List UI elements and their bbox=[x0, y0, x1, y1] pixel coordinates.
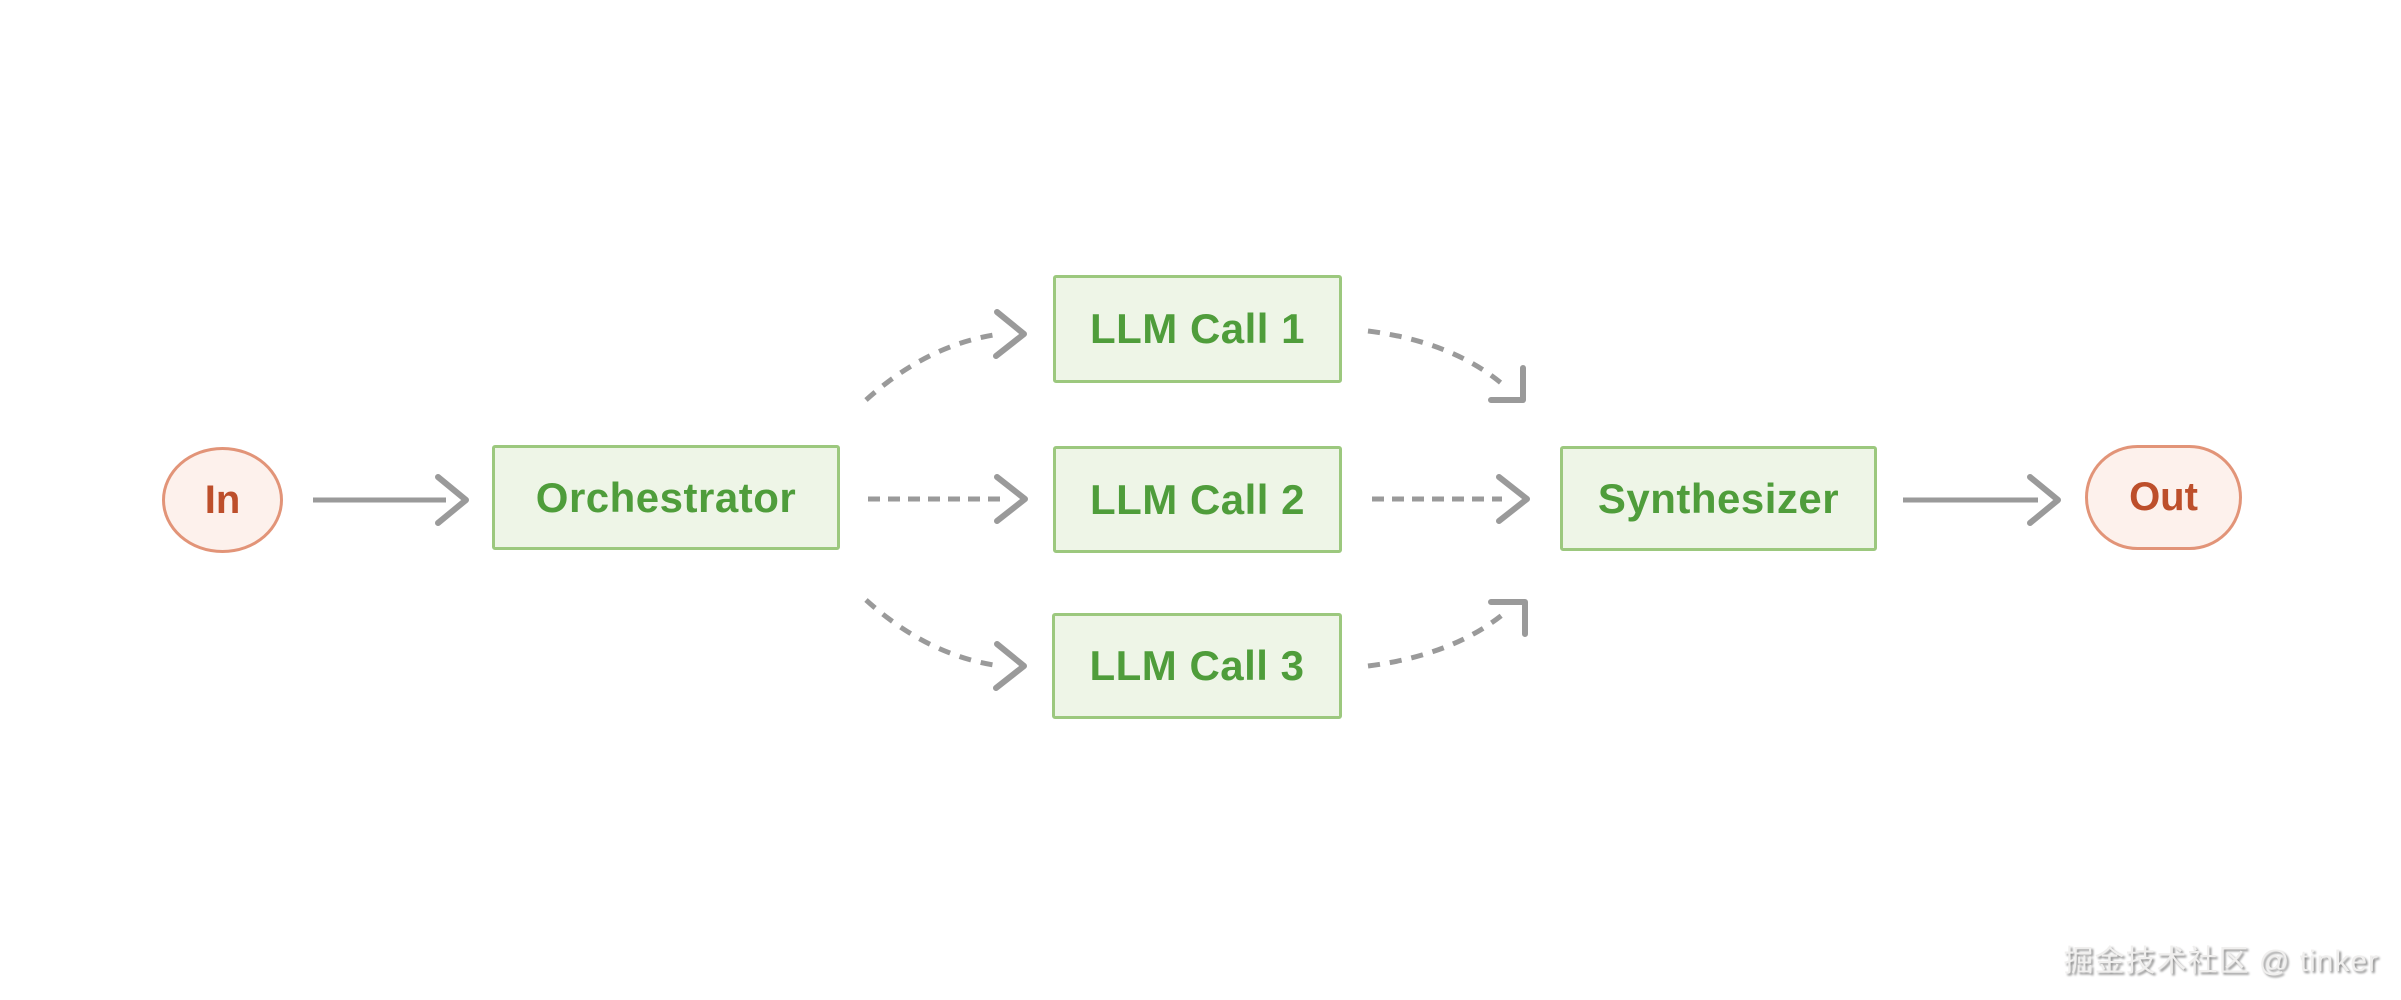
node-synthesizer-label: Synthesizer bbox=[1597, 474, 1840, 522]
edge-llm-call-2-to-synthesizer bbox=[1372, 474, 1530, 524]
arrowhead-in-orchestrator bbox=[435, 474, 469, 526]
node-orchestrator-label: Orchestrator bbox=[535, 473, 797, 521]
node-in-label: In bbox=[204, 477, 241, 522]
arrowhead-orchestrator-llm1 bbox=[993, 309, 1027, 359]
edge-orchestrator-to-llm-call-3 bbox=[864, 598, 1027, 691]
arrowhead-orchestrator-llm3 bbox=[993, 641, 1027, 691]
edge-orchestrator-to-llm-call-2 bbox=[868, 474, 1028, 524]
edge-line-orchestrator-llm1 bbox=[864, 331, 1001, 402]
arrowhead-llm1-synthesizer bbox=[1488, 365, 1526, 403]
node-llm-call-1-label: LLM Call 1 bbox=[1089, 305, 1306, 352]
node-orchestrator: Orchestrator bbox=[492, 445, 840, 550]
node-llm-call-3-label: LLM Call 3 bbox=[1089, 642, 1305, 689]
node-llm-call-2: LLM Call 2 bbox=[1053, 446, 1342, 553]
node-llm-call-3: LLM Call 3 bbox=[1052, 613, 1342, 719]
arrowhead-synthesizer-out bbox=[2027, 474, 2061, 526]
edge-llm-call-1-to-synthesizer bbox=[1367, 328, 1526, 403]
node-in: In bbox=[162, 447, 283, 553]
edge-line-llm1-synthesizer bbox=[1367, 328, 1509, 390]
edge-in-to-orchestrator bbox=[313, 474, 469, 526]
arrowhead-llm2-synthesizer bbox=[1496, 474, 1530, 524]
node-out-label: Out bbox=[2129, 475, 2198, 519]
edge-line-llm3-synthesizer bbox=[1367, 609, 1509, 669]
edge-line-orchestrator-llm3 bbox=[864, 598, 1001, 669]
edge-llm-call-3-to-synthesizer bbox=[1367, 599, 1528, 669]
edge-orchestrator-to-llm-call-1 bbox=[864, 309, 1027, 402]
node-llm-call-1: LLM Call 1 bbox=[1053, 275, 1342, 383]
edge-synthesizer-to-out bbox=[1903, 474, 2061, 526]
arrowhead-orchestrator-llm2 bbox=[994, 474, 1028, 524]
watermark-text: 掘金技术社区 @ tinker bbox=[2063, 945, 2379, 978]
arrowhead-llm3-synthesizer bbox=[1488, 599, 1528, 637]
node-llm-call-2-label: LLM Call 2 bbox=[1089, 475, 1306, 523]
node-out: Out bbox=[2085, 445, 2242, 550]
node-synthesizer: Synthesizer bbox=[1560, 446, 1877, 551]
